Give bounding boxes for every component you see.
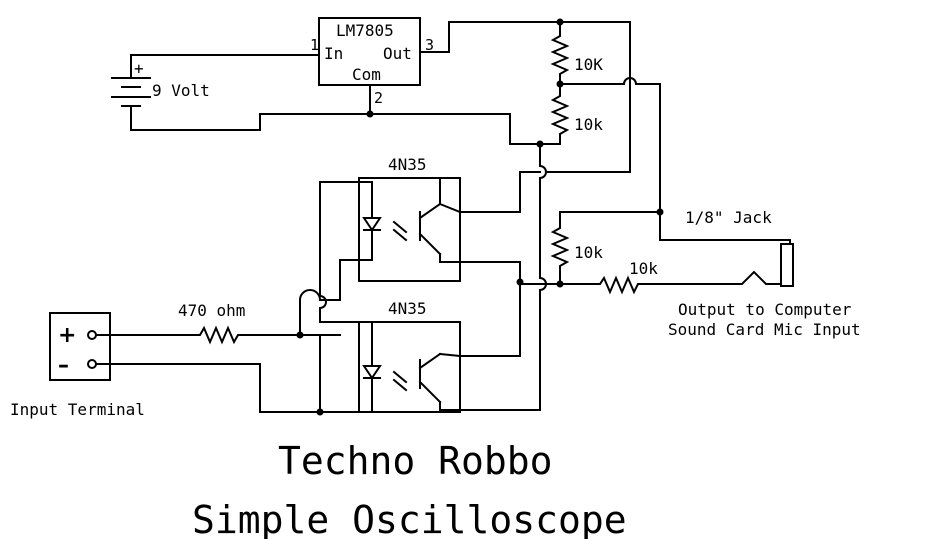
wire-reg-out: [419, 21, 631, 53]
battery-plus-sign: +: [134, 59, 144, 78]
wire-opto-cross: [299, 289, 341, 336]
terminal-minus-sign: –: [58, 353, 69, 378]
terminal-minus-screw: [87, 359, 97, 369]
junction-ground-bus: [536, 140, 544, 148]
wire-ground-bus: [509, 113, 559, 145]
pin-1-label: 1: [310, 36, 319, 54]
resistor-icon: [559, 270, 782, 295]
resistor-icon: [550, 221, 570, 285]
regulator-out-label: Out: [383, 44, 412, 63]
resistor-470-label: 470 ohm: [178, 301, 245, 320]
pin-2-label: 2: [374, 89, 383, 107]
optocoupler-bottom-label: 4N35: [388, 299, 427, 318]
wire-battery-ground: [130, 105, 511, 131]
resistor-icon: [550, 21, 570, 85]
output-label-line1: Output to Computer: [678, 300, 852, 319]
wire-5v-right: [547, 83, 631, 173]
optocoupler-bottom-box: [358, 321, 461, 413]
resistor-10k-second-label: 10k: [574, 115, 603, 134]
audio-jack-icon: [780, 239, 794, 287]
regulator-com-label: Com: [352, 65, 381, 84]
battery-label: 9 Volt: [152, 81, 210, 100]
optocoupler-top-box: [358, 177, 461, 282]
resistor-icon: [95, 325, 301, 345]
optocoupler-icon: [319, 281, 521, 413]
regulator-in-label: In: [324, 44, 343, 63]
wire-divider-to-jack: [559, 77, 791, 241]
title-line1: Techno Robbo: [278, 439, 553, 483]
wire-lower-divider-top: [559, 211, 661, 223]
optocoupler-icon: [319, 171, 541, 301]
terminal-plus-sign: +: [58, 323, 76, 348]
wire-opto-left: [319, 181, 327, 323]
resistor-10k-top-label: 10K: [574, 55, 603, 74]
pin-3-label: 3: [425, 36, 434, 54]
battery-icon: [111, 77, 151, 107]
resistor-10k-lower-label: 10k: [574, 243, 603, 262]
regulator-label: LM7805: [336, 21, 394, 40]
optocoupler-top-label: 4N35: [388, 155, 427, 174]
input-terminal-box: [49, 312, 111, 381]
output-label-line2: Sound Card Mic Input: [668, 320, 861, 339]
resistor-icon: [550, 83, 570, 145]
resistor-10k-series-label: 10k: [629, 259, 658, 278]
wire-battery-to-reg-in: [130, 54, 320, 79]
jack-label: 1/8" Jack: [685, 208, 772, 227]
wire-emitter-bus: [454, 143, 547, 411]
terminal-plus-screw: [87, 330, 97, 340]
title-line2: Simple Oscilloscope: [192, 498, 627, 539]
junction-ground: [366, 110, 374, 118]
wire-input-minus: [95, 363, 360, 413]
input-terminal-label: Input Terminal: [10, 400, 145, 419]
